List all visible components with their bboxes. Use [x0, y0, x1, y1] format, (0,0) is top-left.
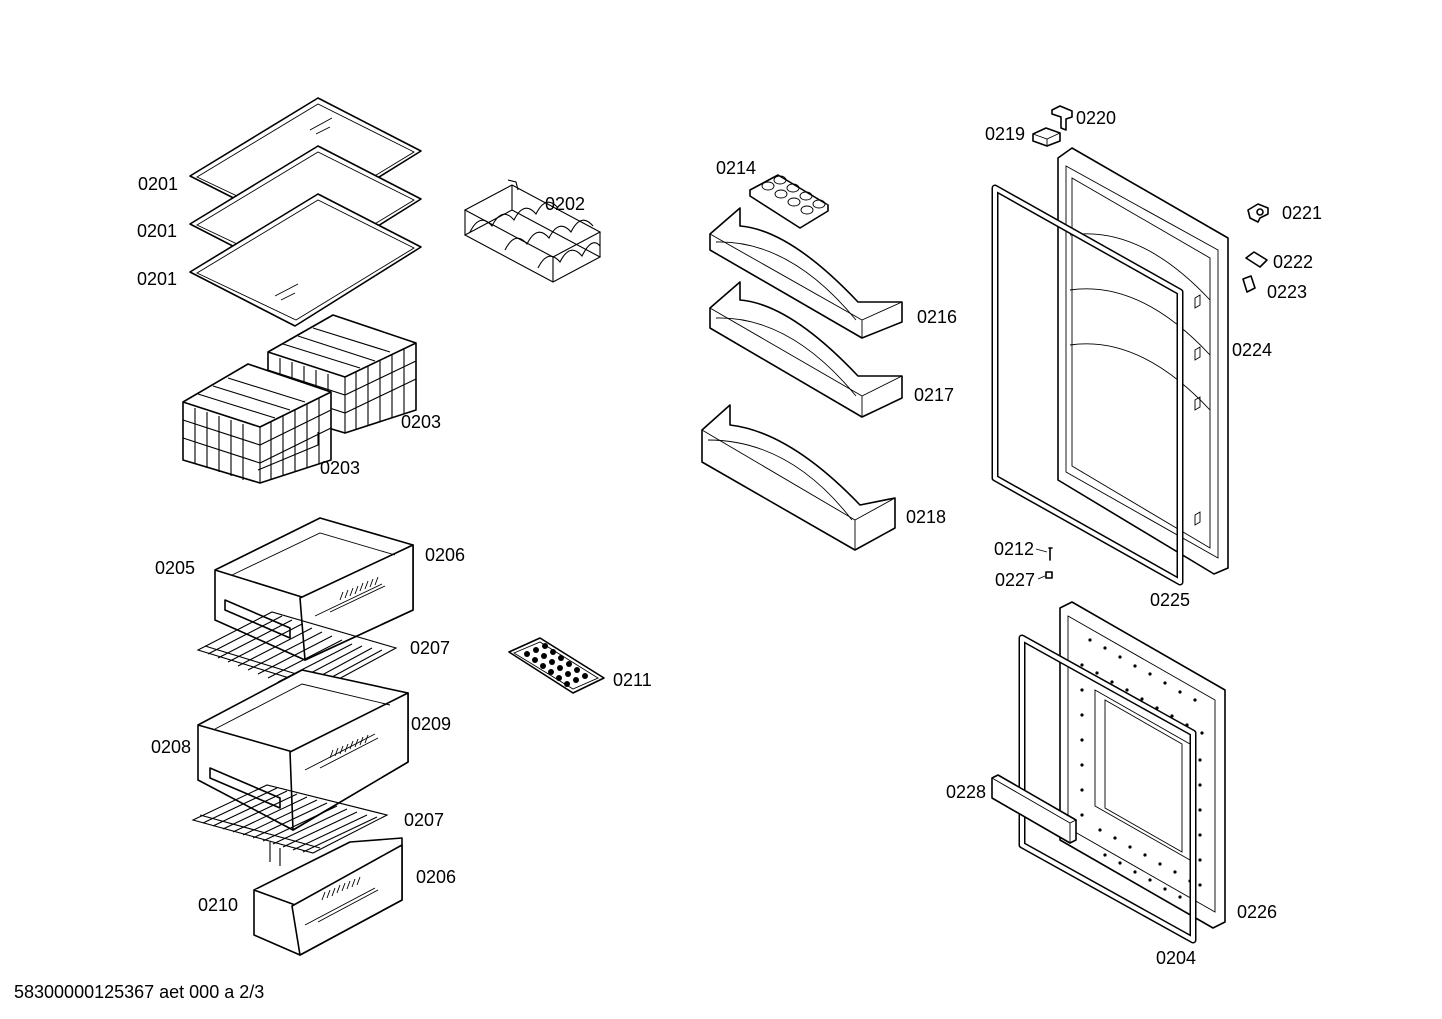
cap-0227: [1045, 571, 1053, 579]
glass-shelf-bottom: [189, 193, 422, 327]
hinge-part-0223: [1242, 275, 1256, 293]
hinge-part-0222: [1245, 251, 1268, 268]
label-0206-upper: 0206: [425, 545, 465, 565]
drawer-upper: [214, 517, 414, 661]
label-0203-back: 0203: [401, 412, 441, 432]
label-0203-front: 0203: [320, 458, 360, 478]
label-0206-lower: 0206: [416, 867, 456, 887]
label-0204: 0204: [1156, 948, 1196, 968]
egg-tray: [749, 174, 829, 229]
label-0225: 0225: [1150, 590, 1190, 610]
upper-door-gasket: [991, 184, 1184, 586]
label-0221: 0221: [1282, 203, 1322, 223]
part-labels: 0201 0201 0201 0202 0203 0203 0205 0206 …: [137, 108, 1322, 968]
door-handle-0228: [991, 774, 1077, 844]
document-footer-code: 58300000125367 aet 000 a 2/3: [14, 982, 264, 1002]
label-0216: 0216: [917, 307, 957, 327]
label-0201-middle: 0201: [137, 221, 177, 241]
label-0222: 0222: [1273, 252, 1313, 272]
lower-door-gasket: [1018, 634, 1197, 944]
label-0228: 0228: [946, 782, 986, 802]
label-0214: 0214: [716, 158, 756, 178]
label-0205: 0205: [155, 558, 195, 578]
screw-0212: [1048, 547, 1053, 561]
bottom-container: [253, 837, 403, 956]
door-shelf-0218: [701, 404, 896, 551]
basket-front: [182, 363, 332, 484]
label-0227: 0227: [995, 570, 1035, 590]
label-0226: 0226: [1237, 902, 1277, 922]
label-0201-bottom: 0201: [137, 269, 177, 289]
label-0201-top: 0201: [138, 174, 178, 194]
label-0207-upper: 0207: [410, 638, 450, 658]
door-shelf-0216: [709, 207, 903, 339]
hinge-part-0219: [1032, 127, 1061, 147]
label-0211: 0211: [613, 670, 652, 690]
label-0223: 0223: [1267, 282, 1307, 302]
hinge-part-0221: [1247, 203, 1269, 223]
label-0212: 0212: [994, 539, 1034, 559]
upper-door: [1057, 147, 1229, 575]
door-shelf-0217: [709, 281, 903, 418]
label-0218: 0218: [906, 507, 946, 527]
wine-rack: [463, 179, 602, 283]
hinge-part-0220: [1051, 105, 1073, 131]
label-0207-lower: 0207: [404, 810, 444, 830]
drawer-lower: [197, 669, 409, 831]
label-0208: 0208: [151, 737, 191, 757]
label-0224: 0224: [1232, 340, 1272, 360]
label-0209: 0209: [411, 714, 451, 734]
wire-shelf-lower: [191, 784, 389, 866]
leader-lines: [1035, 548, 1048, 580]
label-0217: 0217: [914, 385, 954, 405]
label-0219: 0219: [985, 124, 1025, 144]
label-0220: 0220: [1076, 108, 1116, 128]
ice-tray: [508, 637, 605, 694]
label-0202: 0202: [545, 194, 585, 214]
label-0210: 0210: [198, 895, 238, 915]
